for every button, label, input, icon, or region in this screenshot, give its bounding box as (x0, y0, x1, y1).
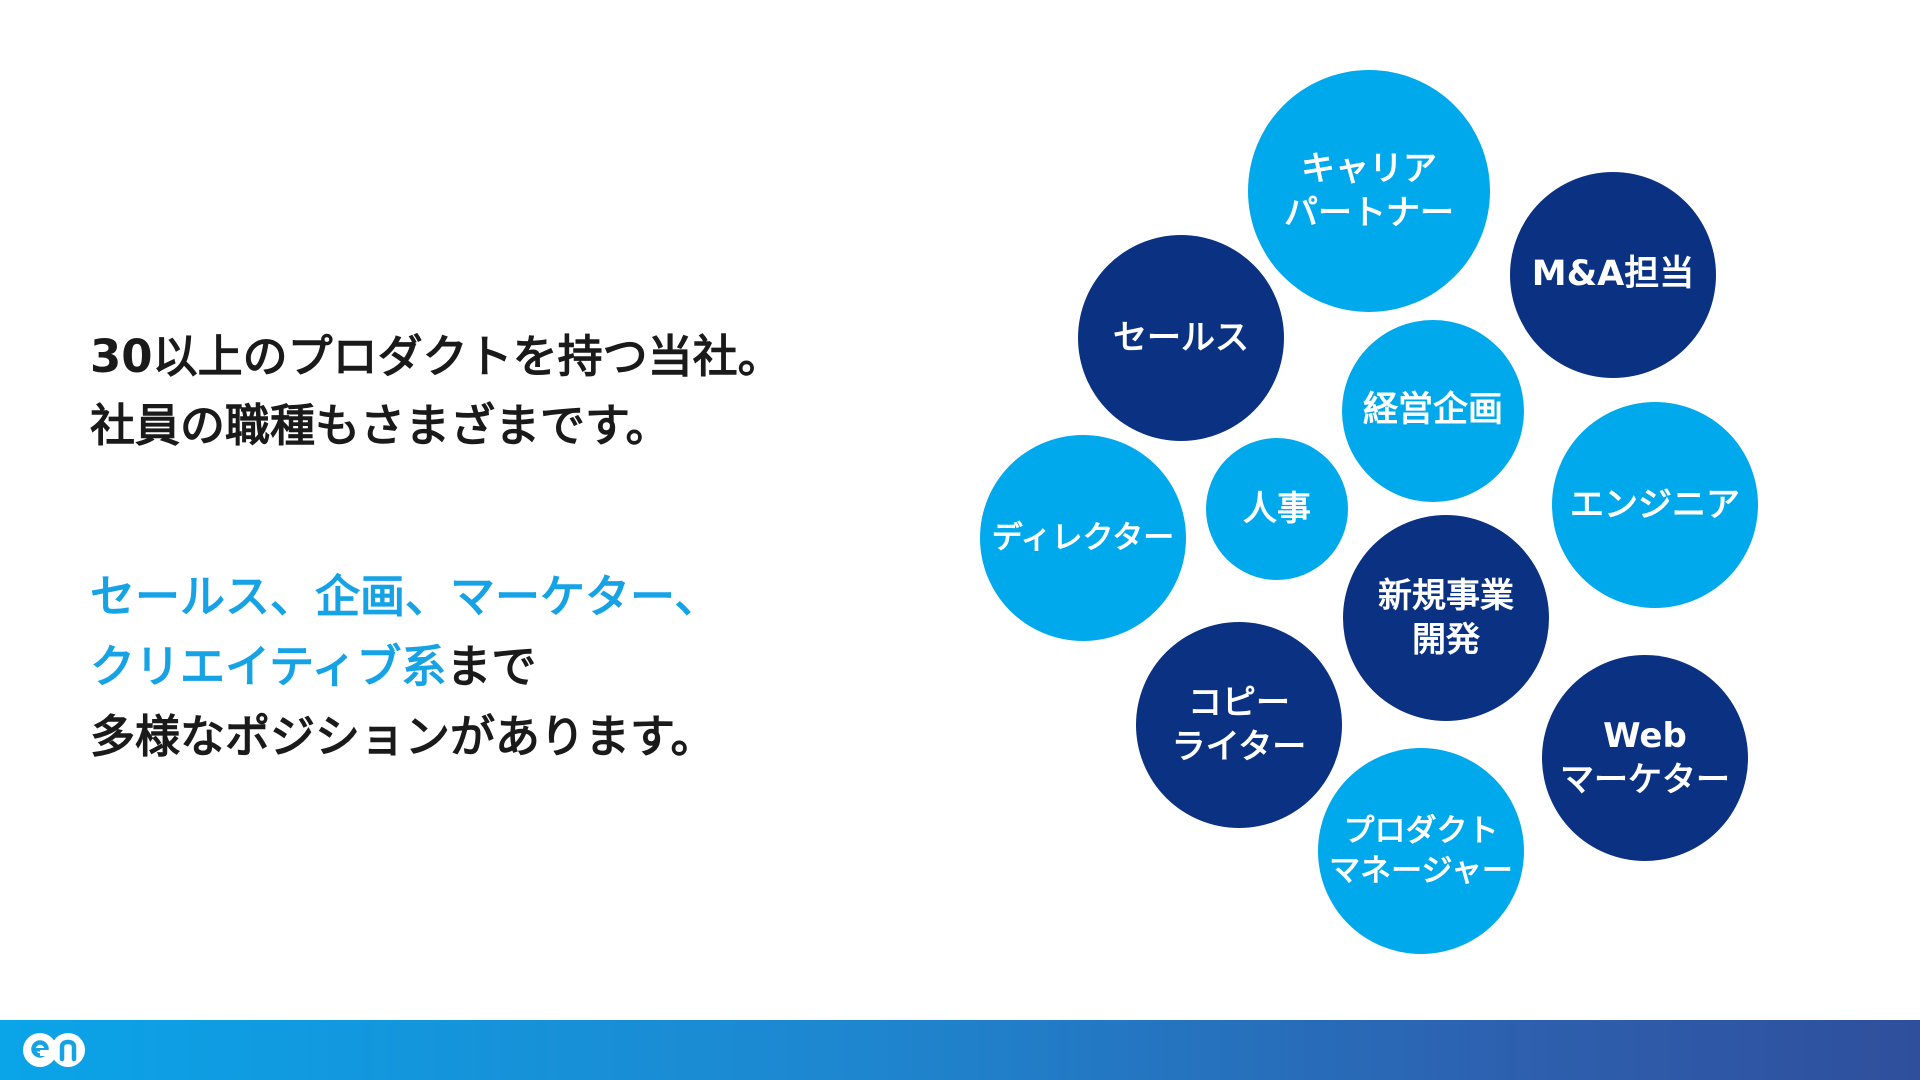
body-line-3: 多様なポジションがあります。 (90, 710, 716, 763)
bubble-career-partner: キャリア パートナー (1248, 70, 1490, 312)
bubble-engineer: エンジニア (1552, 402, 1758, 608)
body-line-2: クリエイティブ系まで (90, 632, 890, 702)
bubble-label: エンジニア (1570, 484, 1740, 525)
bubble-label: 新規事業 (1378, 575, 1514, 616)
bubble-label: ライター (1171, 727, 1307, 767)
bubble-ma: M&A担当 (1510, 172, 1716, 378)
bubble-label: パートナー (1284, 193, 1454, 233)
bubble-label: ディレクター (991, 519, 1175, 556)
bubble-label: 経営企画 (1362, 390, 1503, 431)
bubble-product-manager: プロダクト マネージャー (1318, 748, 1524, 954)
bubble-label: 開発 (1412, 620, 1480, 660)
body-line-2-accent: クリエイティブ系 (90, 640, 447, 693)
headline: 30以上のプロダクトを持つ当社。 社員の職種もさまざまです。 (90, 322, 850, 460)
bubble-planning: 経営企画 (1342, 320, 1524, 502)
bubble-sales: セールス (1078, 235, 1284, 441)
bubble-web-marketer: Web マーケター (1542, 655, 1748, 861)
headline-line-2: 社員の職種もさまざまです。 (90, 399, 671, 452)
body-text: セールス、企画、マーケター、 クリエイティブ系まで 多様なポジションがあります。 (90, 562, 890, 772)
bubble-hr: 人事 (1206, 438, 1348, 580)
bubble-label: M&A担当 (1531, 254, 1695, 295)
bubble-label: マーケター (1560, 760, 1730, 800)
bubble-copywriter: コピー ライター (1136, 622, 1342, 828)
bubble-new-business: 新規事業 開発 (1343, 515, 1549, 721)
bubble-label: プロダクト (1343, 812, 1499, 849)
bubble-label: マネージャー (1329, 853, 1513, 889)
bubble-label: キャリア (1301, 148, 1437, 189)
bubble-label: コピー (1187, 682, 1290, 723)
en-logo-icon (23, 1033, 85, 1067)
body-line-1: セールス、企画、マーケター、 (90, 570, 720, 623)
bubble-director: ディレクター (980, 435, 1186, 641)
headline-line-1: 30以上のプロダクトを持つ当社。 (90, 330, 783, 383)
footer-bar (0, 1020, 1920, 1080)
body-line-2-rest: まで (446, 640, 537, 693)
bubble-label: セールス (1113, 317, 1249, 358)
bubble-label: 人事 (1243, 488, 1311, 529)
bubble-label: Web (1603, 715, 1687, 756)
